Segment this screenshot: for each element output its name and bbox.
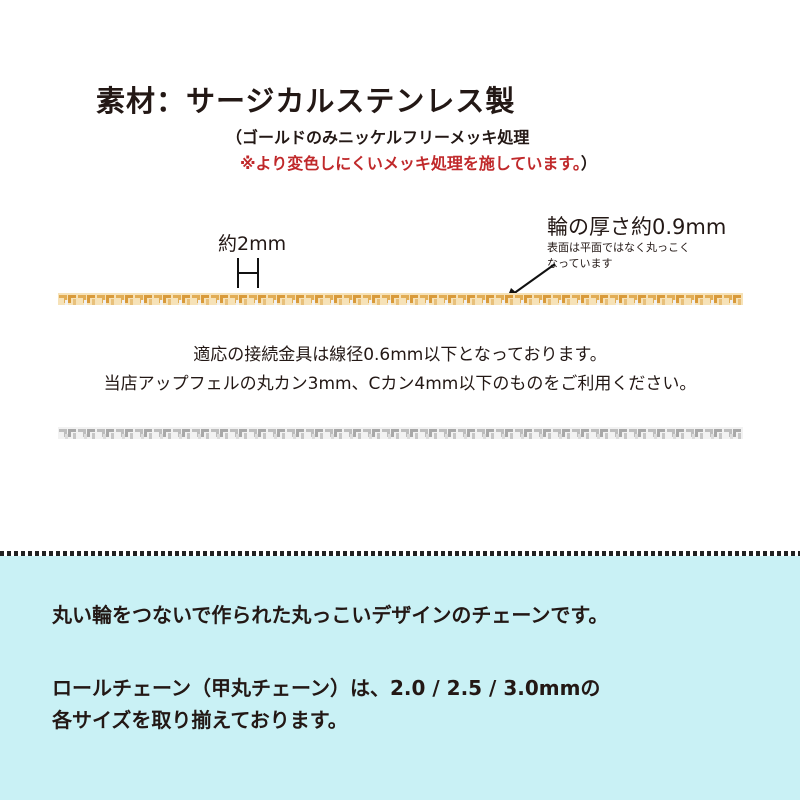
link-size-marker-icon <box>237 258 259 288</box>
material-title: 素材：サージカルステンレス製 <box>96 84 516 118</box>
discoloration-note: ※より変色しにくいメッキ処理を施しています。） <box>240 150 597 174</box>
silver-chain-image <box>58 423 743 443</box>
gold-chain-image <box>58 289 743 309</box>
description-line1: 丸い輪をつないで作られた丸っこいデザインのチェーンです。 <box>52 603 609 627</box>
thickness-label: 輪の厚さ約0.9mm <box>547 215 727 239</box>
link-size-label: 約2mm <box>218 233 287 255</box>
compatibility-line1: 適応の接続金具は線径0.6mm以下となっております。 <box>193 345 607 365</box>
thickness-note-line1: 表面は平面ではなく丸っこく <box>547 241 690 254</box>
dotted-divider <box>0 551 800 556</box>
description-panel <box>0 556 800 800</box>
thickness-note-line2: なっています <box>547 257 613 270</box>
discoloration-note-text: ※より変色しにくいメッキ処理を施しています。 <box>240 154 581 173</box>
plating-note: （ゴールドのみニッケルフリーメッキ処理 <box>226 128 530 147</box>
description-line3: 各サイズを取り揃えております。 <box>52 708 348 732</box>
closing-paren: ） <box>580 154 597 173</box>
description-line2: ロールチェーン（甲丸チェーン）は、2.0 / 2.5 / 3.0mmの <box>52 676 601 700</box>
compatibility-line2: 当店アップフェルの丸カン3mm、Cカン4mm以下のものをご利用ください。 <box>103 374 697 394</box>
